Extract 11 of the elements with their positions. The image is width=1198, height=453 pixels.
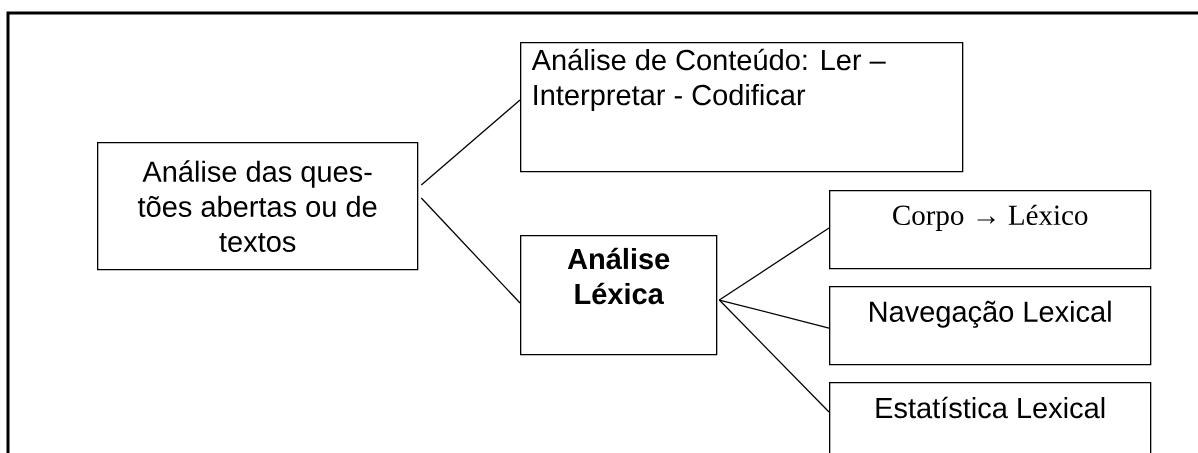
connector-line [420, 99, 521, 186]
process-box: Análise das ques- tões abertas ou de textos [97, 142, 419, 271]
process-box: Estatística Lexical [829, 382, 1152, 453]
process-box: Navegação Lexical [829, 286, 1152, 366]
connector-line [718, 227, 830, 301]
process-box: Corpo → Léxico [829, 190, 1152, 270]
process-box: Análise Léxica [520, 235, 718, 356]
process-box: Análise de Conteúdo: Ler – Interpretar - Codificar [520, 42, 964, 173]
connector-line [718, 299, 830, 329]
connector-line [718, 299, 830, 413]
connector-line [420, 197, 521, 304]
